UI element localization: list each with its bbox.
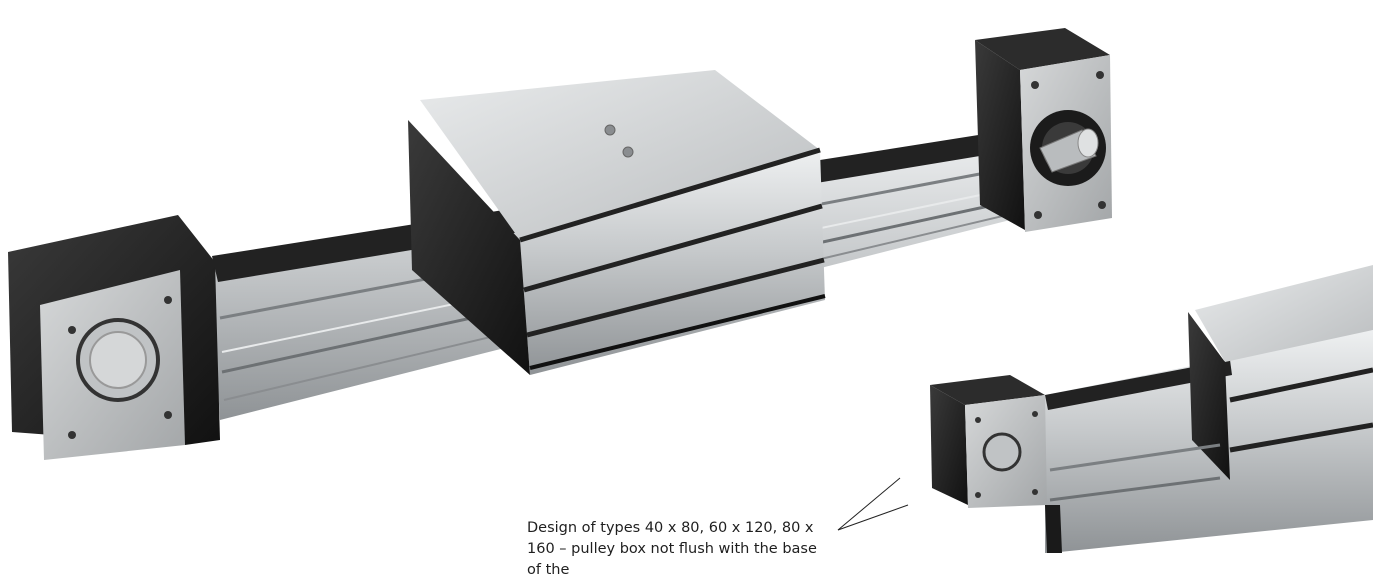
detail-shaft-cover xyxy=(982,432,1022,472)
product-illustration xyxy=(8,28,1373,553)
screw-icon xyxy=(68,326,76,334)
screw-icon xyxy=(1032,411,1038,417)
figure-caption: Design of types 40 x 80, 60 x 120, 80 x … xyxy=(527,520,817,578)
detail-pulley-box-top xyxy=(930,375,1045,405)
mounting-hole xyxy=(622,146,634,158)
carriage-end-plate xyxy=(408,120,530,375)
screw-icon xyxy=(164,296,172,304)
screw-icon xyxy=(1034,211,1042,219)
screw-icon xyxy=(164,411,172,419)
detail-carriage-end xyxy=(1188,312,1230,480)
screw-icon xyxy=(975,417,981,423)
right-pulley-box-side xyxy=(975,40,1025,230)
detail-belt xyxy=(1045,360,1232,410)
linear-axis-main xyxy=(8,28,1112,460)
screw-icon xyxy=(1032,489,1038,495)
detail-pulley-box-side xyxy=(930,385,968,505)
carriage-top xyxy=(420,70,820,240)
screw-icon xyxy=(1096,71,1104,79)
detail-view xyxy=(930,265,1373,553)
screw-icon xyxy=(975,492,981,498)
screw-icon xyxy=(68,431,76,439)
detail-carriage-top xyxy=(1195,265,1373,362)
screw-icon xyxy=(1031,81,1039,89)
callout-leader-lines xyxy=(837,477,909,531)
screw-icon xyxy=(1098,201,1106,209)
mounting-hole xyxy=(604,124,616,136)
right-pulley-box-top xyxy=(975,28,1110,70)
